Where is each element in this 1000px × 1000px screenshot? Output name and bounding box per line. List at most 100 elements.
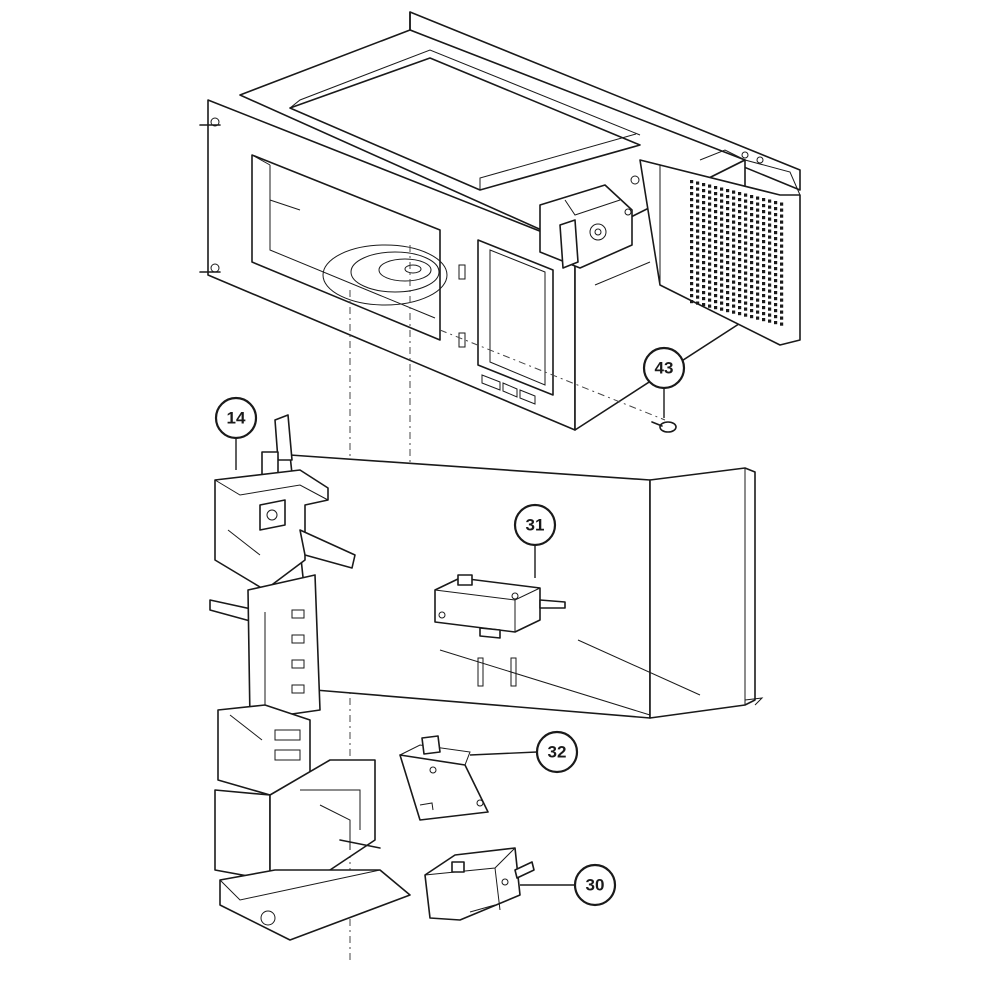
vent-hole bbox=[690, 288, 694, 292]
vent-hole bbox=[720, 307, 724, 311]
vent-hole bbox=[720, 217, 724, 221]
vent-hole bbox=[708, 190, 712, 194]
vent-hole bbox=[708, 226, 712, 230]
vent-hole bbox=[768, 301, 772, 305]
vent-hole bbox=[732, 286, 736, 290]
vent-hole bbox=[720, 295, 724, 299]
vent-hole bbox=[720, 223, 724, 227]
vent-hole bbox=[780, 220, 784, 224]
vent-hole bbox=[744, 193, 748, 197]
vent-hole bbox=[726, 189, 730, 193]
vent-hole bbox=[726, 285, 730, 289]
vent-hole bbox=[696, 217, 700, 221]
vent-hole bbox=[690, 228, 694, 232]
vent-hole bbox=[750, 201, 754, 205]
vent-hole bbox=[774, 213, 778, 217]
vent-hole bbox=[762, 204, 766, 208]
vent-hole bbox=[780, 244, 784, 248]
vent-hole bbox=[726, 261, 730, 265]
vent-hole bbox=[780, 292, 784, 296]
vent-hole bbox=[690, 246, 694, 250]
vent-hole bbox=[768, 271, 772, 275]
vent-hole bbox=[720, 271, 724, 275]
vent-hole bbox=[690, 264, 694, 268]
vent-hole bbox=[720, 199, 724, 203]
vent-hole bbox=[732, 268, 736, 272]
vent-hole bbox=[708, 220, 712, 224]
vent-hole bbox=[732, 196, 736, 200]
vent-hole bbox=[696, 229, 700, 233]
vent-hole bbox=[768, 295, 772, 299]
vent-hole bbox=[768, 283, 772, 287]
vent-hole bbox=[720, 205, 724, 209]
oven-cavity bbox=[199, 11, 801, 431]
vent-hole bbox=[774, 225, 778, 229]
vent-hole bbox=[696, 283, 700, 287]
vent-hole bbox=[750, 273, 754, 277]
vent-hole bbox=[774, 201, 778, 205]
vent-hole bbox=[780, 268, 784, 272]
vent-hole bbox=[762, 300, 766, 304]
vent-hole bbox=[756, 298, 760, 302]
vent-hole bbox=[738, 312, 742, 316]
vent-hole bbox=[738, 276, 742, 280]
vent-hole bbox=[708, 232, 712, 236]
vent-hole bbox=[690, 276, 694, 280]
vent-hole bbox=[780, 310, 784, 314]
vent-hole bbox=[750, 237, 754, 241]
vent-hole bbox=[744, 253, 748, 257]
vent-hole bbox=[690, 258, 694, 262]
vent-hole bbox=[714, 252, 718, 256]
vent-hole bbox=[702, 291, 706, 295]
vent-hole bbox=[732, 232, 736, 236]
vent-hole bbox=[780, 256, 784, 260]
vent-hole bbox=[708, 304, 712, 308]
vent-hole bbox=[702, 231, 706, 235]
vent-hole bbox=[738, 210, 742, 214]
vent-hole bbox=[696, 199, 700, 203]
vent-hole bbox=[774, 321, 778, 325]
vent-hole bbox=[780, 226, 784, 230]
vent-hole bbox=[756, 262, 760, 266]
vent-hole bbox=[756, 304, 760, 308]
vent-hole bbox=[726, 231, 730, 235]
vent-hole bbox=[702, 303, 706, 307]
vent-hole bbox=[714, 186, 718, 190]
vent-hole bbox=[780, 202, 784, 206]
vent-hole bbox=[714, 228, 718, 232]
vent-hole bbox=[726, 225, 730, 229]
vent-hole bbox=[768, 223, 772, 227]
vent-hole bbox=[768, 199, 772, 203]
vent-hole bbox=[732, 220, 736, 224]
vent-hole bbox=[726, 195, 730, 199]
vent-hole bbox=[744, 199, 748, 203]
vent-hole bbox=[726, 201, 730, 205]
vent-hole bbox=[774, 255, 778, 259]
vent-hole bbox=[714, 240, 718, 244]
vent-hole bbox=[780, 214, 784, 218]
vent-hole bbox=[726, 255, 730, 259]
vent-hole bbox=[762, 276, 766, 280]
vent-hole bbox=[738, 216, 742, 220]
vent-hole bbox=[762, 282, 766, 286]
vent-hole bbox=[738, 192, 742, 196]
vent-hole bbox=[708, 262, 712, 266]
vent-hole bbox=[774, 285, 778, 289]
vent-hole bbox=[714, 222, 718, 226]
screw-43 bbox=[651, 421, 677, 433]
vent-hole bbox=[732, 304, 736, 308]
vent-hole bbox=[702, 207, 706, 211]
callout-label: 30 bbox=[586, 876, 605, 895]
vent-hole bbox=[762, 252, 766, 256]
vent-hole bbox=[744, 247, 748, 251]
vent-hole bbox=[732, 214, 736, 218]
vent-hole bbox=[750, 315, 754, 319]
vent-hole bbox=[714, 210, 718, 214]
vent-hole bbox=[708, 214, 712, 218]
vent-hole bbox=[690, 204, 694, 208]
vent-hole bbox=[750, 267, 754, 271]
vent-hole bbox=[696, 193, 700, 197]
vent-hole bbox=[708, 256, 712, 260]
callout-43: 43 bbox=[642, 346, 686, 418]
callout-31: 31 bbox=[513, 503, 557, 578]
